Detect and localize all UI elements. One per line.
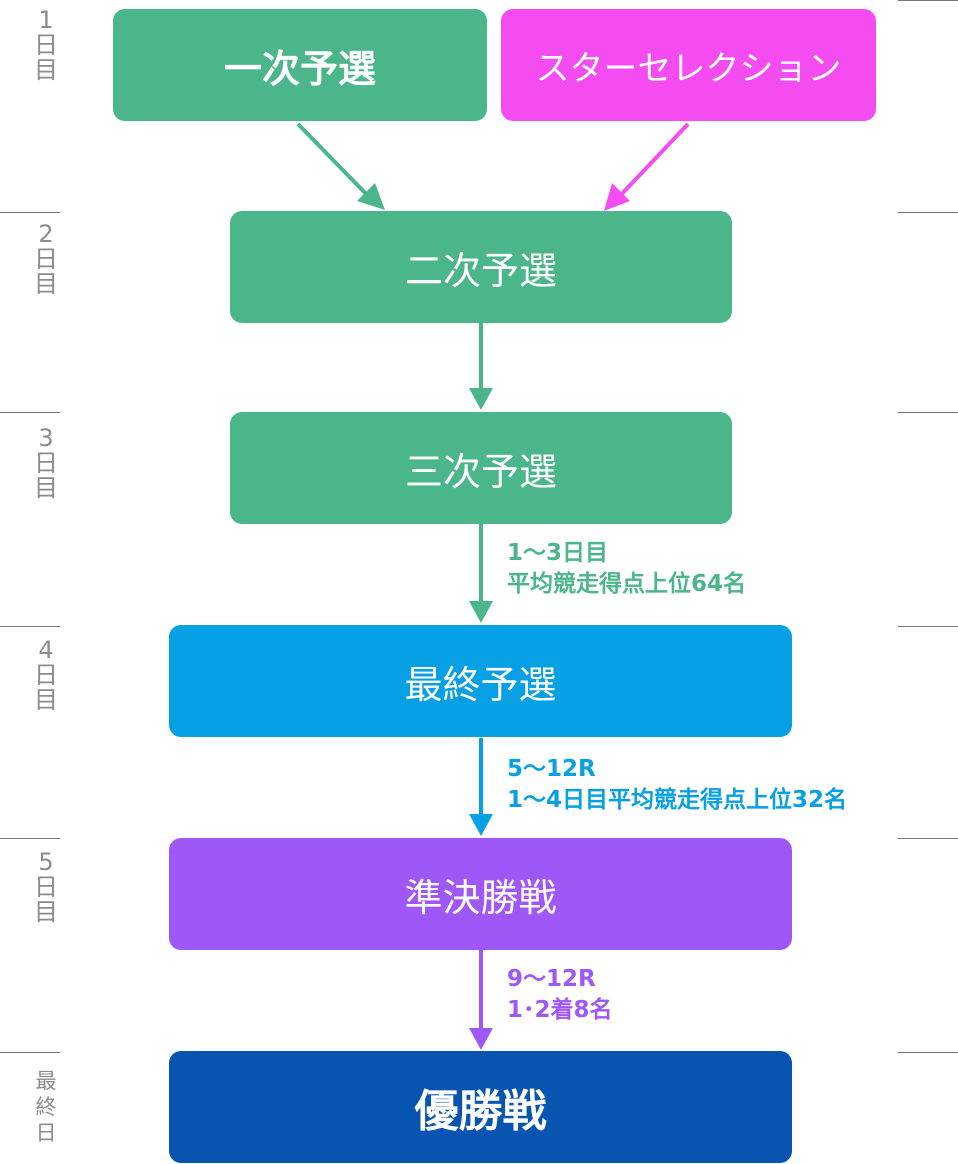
note-to-semifinal: 5～12R 1～4日目平均競走得点上位32名 xyxy=(507,754,847,816)
stage-label: 準決勝戦 xyxy=(404,875,557,920)
day-label-char: 日 xyxy=(35,1121,57,1145)
arrow-star-to-second xyxy=(604,122,690,211)
stage-label: 三次予選 xyxy=(404,449,557,494)
arrow-third-to-final-qual xyxy=(469,524,493,623)
stage-semifinal: 準決勝戦 xyxy=(169,838,792,950)
day-label-char: 4 xyxy=(38,636,54,664)
divider xyxy=(898,212,958,213)
day-label-4: 4 日 目 xyxy=(26,638,66,713)
stage-star-selection: スターセレクション xyxy=(501,9,876,121)
note-line: 1～4日目平均競走得点上位32名 xyxy=(507,787,848,813)
day-label-5: 5 日 目 xyxy=(26,850,66,925)
arrow-first-to-second xyxy=(296,122,385,210)
day-label-char: 目 xyxy=(34,686,58,714)
divider xyxy=(898,838,958,839)
divider xyxy=(0,626,60,627)
note-line: 1･2着8名 xyxy=(507,997,613,1023)
day-label-char: 2 xyxy=(38,220,54,248)
day-label-char: 最 xyxy=(35,1069,57,1093)
stage-label: スターセレクション xyxy=(535,48,842,89)
note-line: 5～12R xyxy=(507,756,596,782)
day-label-char: 日 xyxy=(34,873,58,901)
day-label-final: 最 終 日 xyxy=(26,1068,66,1146)
day-label-char: 日 xyxy=(34,245,58,273)
note-to-championship: 9～12R 1･2着8名 xyxy=(507,964,613,1026)
day-label-3: 3 日 目 xyxy=(26,426,66,501)
divider xyxy=(0,838,60,839)
day-label-char: 5 xyxy=(38,848,54,876)
arrow-final-qual-to-semi xyxy=(469,738,493,836)
day-label-char: 目 xyxy=(34,898,58,926)
day-label-char: 目 xyxy=(34,270,58,298)
stage-final-qualifier: 最終予選 xyxy=(169,625,792,737)
note-to-final-qualifier: 1～3日目 平均競走得点上位64名 xyxy=(507,538,746,600)
note-line: 1～3日目 xyxy=(507,540,609,566)
arrow-second-to-third xyxy=(469,323,493,410)
divider xyxy=(0,212,60,213)
day-label-char: 終 xyxy=(35,1095,57,1119)
stage-second-qualifier: 二次予選 xyxy=(230,211,732,323)
divider xyxy=(0,412,60,413)
day-label-char: 1 xyxy=(38,6,54,34)
day-label-2: 2 日 目 xyxy=(26,222,66,297)
stage-championship: 優勝戦 xyxy=(169,1051,792,1163)
note-line: 9～12R xyxy=(507,966,596,992)
day-label-char: 日 xyxy=(34,31,58,59)
day-label-char: 目 xyxy=(34,474,58,502)
divider xyxy=(898,1052,958,1053)
stage-label: 一次予選 xyxy=(223,46,376,91)
divider xyxy=(0,1052,60,1053)
arrow-semi-to-final xyxy=(469,950,493,1050)
note-line: 平均競走得点上位64名 xyxy=(507,571,747,597)
day-label-char: 日 xyxy=(34,661,58,689)
stage-label: 二次予選 xyxy=(404,248,557,293)
day-label-1: 1 日 目 xyxy=(26,8,66,83)
divider xyxy=(898,0,958,1)
stage-third-qualifier: 三次予選 xyxy=(230,412,732,524)
stage-first-qualifier: 一次予選 xyxy=(113,9,487,121)
divider xyxy=(898,412,958,413)
day-label-char: 3 xyxy=(38,424,54,452)
day-label-char: 日 xyxy=(34,449,58,477)
divider xyxy=(898,626,958,627)
day-label-char: 目 xyxy=(34,56,58,84)
stage-label: 優勝戦 xyxy=(414,1086,547,1137)
stage-label: 最終予選 xyxy=(404,662,557,707)
